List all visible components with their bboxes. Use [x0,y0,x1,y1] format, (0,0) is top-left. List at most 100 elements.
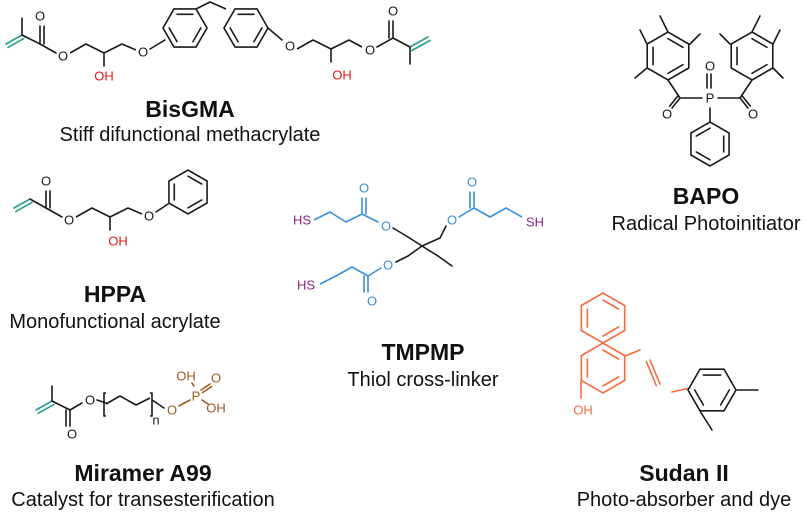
carbonyl-bond [668,95,679,107]
bond [458,207,475,218]
aromatic-bond [693,389,705,406]
bond [421,245,439,257]
carbonyl-oxygen: O [467,175,477,190]
bond [149,39,166,50]
aromatic-bond [751,37,768,49]
carbonyl-oxygen: O [41,174,51,189]
phosphate-hydroxyl: OH [176,369,196,384]
sudan-ii-structure: OH [573,292,759,431]
bond-chain [105,395,151,406]
carbonyl-oxygen: O [662,107,672,122]
carbonyl-oxygen: O [35,9,45,24]
bond [367,267,382,277]
bond [772,67,784,79]
azo-double-bond [645,360,658,387]
ester-oxygen: O [365,43,375,58]
bond [191,382,195,387]
vinyl-double-bond [13,198,31,209]
ester-oxygen: O [64,213,74,228]
phosphorus-atom: P [706,91,715,106]
bisgma-name: BisGMA [145,96,235,122]
bond [689,33,701,45]
carbonyl-oxygen: O [748,107,758,122]
phenyl-ring [168,169,208,215]
bond [634,67,648,79]
carbonyl-oxygen: O [388,4,398,19]
aromatic-bond [695,151,711,161]
ester-oxygen: O [447,213,457,228]
bond [671,387,691,393]
hydroxyl-group: OH [332,68,352,83]
ester-oxygen: O [381,219,391,234]
bond-chain [103,392,106,417]
carbonyl-bond [741,95,752,107]
ester-oxygen: O [85,393,95,408]
aromatic-bond [602,349,620,360]
bond [437,255,453,267]
bond [667,79,681,99]
aromatic-bond [602,299,620,310]
vinyl-double-bond [409,36,429,48]
bond [361,213,379,223]
bond-chain [195,1,227,10]
phosphoryl-oxygen: O [705,59,715,74]
bond [29,198,47,209]
miramer-a99-description: Catalyst for transesterification [11,489,275,511]
bond [772,29,781,45]
tmpmp-description: Thiol cross-linker [347,369,499,391]
bond [659,15,669,33]
tmpmp-name: TMPMP [381,339,465,365]
aromatic-bond [187,199,203,209]
aromatic-bond [229,27,239,43]
vinyl-double-bond [35,400,53,411]
ether-oxygen: O [285,39,295,54]
aromatic-bond [602,376,620,387]
miramer-a99-name: Miramer A99 [74,460,212,486]
bond-chain [319,266,369,285]
bond-chain [75,207,143,218]
bond [395,255,409,263]
aromatic-bond [667,63,684,75]
hppa-description: Monofunctional acrylate [9,311,221,333]
bond [719,33,731,45]
bond [392,227,409,238]
bond [699,410,713,431]
bond [178,399,191,407]
ether-oxygen: O [138,45,148,60]
aromatic-bond [253,27,263,43]
benzene-ring [223,8,269,48]
phosphorus-atom: P [192,389,201,404]
bond-chain [69,43,137,54]
phosphate-ester-oxygen: O [167,403,177,418]
bond [51,400,71,411]
vinyl-double-bond [7,37,25,49]
bond [421,237,441,247]
bond [21,34,41,45]
thiol-group: SH [526,215,544,230]
vinyl-double-bond [15,201,33,213]
carbonyl-bond [671,97,681,109]
phenyl-ring [690,121,730,167]
bond [155,203,169,213]
aromatic-bond [602,326,620,337]
ester-oxygen: O [383,258,393,273]
hydroxyl-group: OH [573,403,593,418]
bond-chain [296,39,363,50]
aromatic-bond [187,175,203,185]
bond [39,43,57,54]
bond [407,245,423,257]
phosphate-hydroxyl: OH [206,401,226,416]
thiol-group: HS [293,213,311,228]
aromatic-bond [695,127,711,137]
bond [407,236,423,247]
sudan-ii-name: Sudan II [639,460,729,486]
bond [624,349,641,357]
bond [376,37,394,48]
bond [751,15,761,33]
aromatic-bond [667,37,684,49]
aromatic-bond [168,27,178,43]
